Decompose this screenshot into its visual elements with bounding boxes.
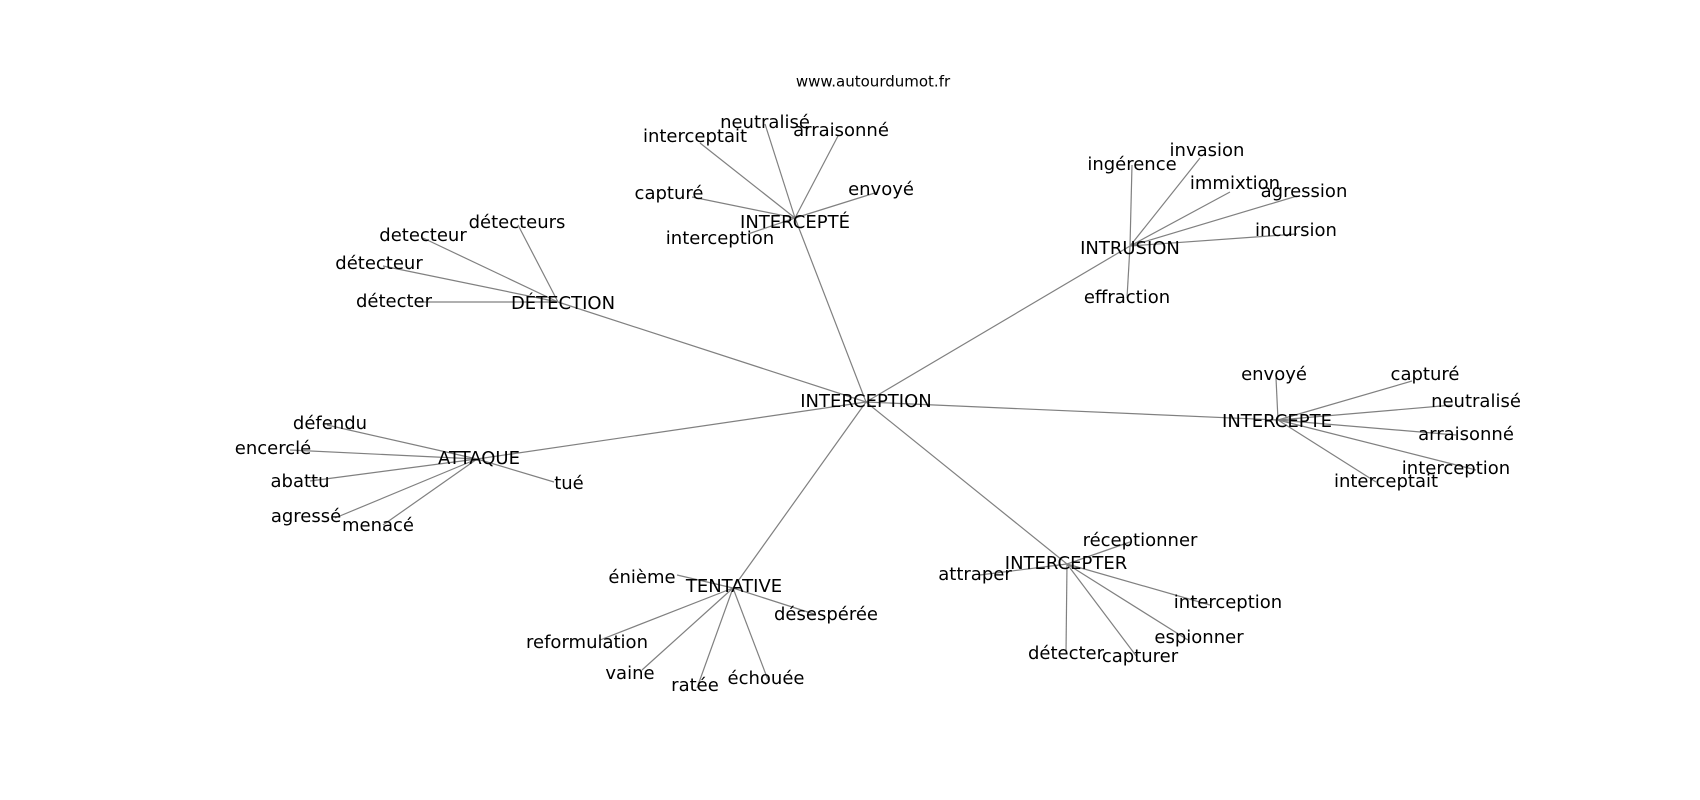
word-label-neutralise: neutralisé	[720, 112, 810, 133]
word-label-incursion: incursion	[1255, 220, 1337, 241]
word-label-ingerence: ingérence	[1087, 154, 1176, 175]
hub-label-intercepte: INTERCEPTE	[1222, 411, 1332, 432]
word-label-detecteurs: détecteurs	[469, 212, 566, 233]
edge-attaque-encercle	[289, 449, 478, 460]
edge-center-attaque	[476, 401, 867, 460]
edge-tentative-reformulation	[599, 587, 734, 641]
word-label-ratee: ratée	[671, 675, 719, 696]
word-label-detecteur: detecteur	[379, 225, 467, 246]
word-label-echouee: échouée	[728, 668, 805, 689]
edge-center-intercepte	[794, 217, 867, 403]
word-label-defendu: défendu	[293, 413, 367, 434]
word-label-envoye: envoyé	[1241, 364, 1307, 385]
word-label-interception: interception	[1174, 592, 1282, 613]
edge-tentative-desesperee	[732, 587, 815, 615]
edge-intrusion-agression	[1129, 195, 1298, 247]
word-label-agresse: agressé	[271, 506, 341, 527]
word-label-desesperee: désespérée	[774, 604, 878, 625]
edge-tentative-vaine	[641, 587, 734, 671]
word-label-neutralise: neutralisé	[1431, 391, 1521, 412]
edge-attaque-agresse	[334, 458, 478, 519]
edge-center-intercepter	[865, 401, 1068, 565]
word-label-receptionner: réceptionner	[1083, 530, 1198, 551]
hub-label-intercepter: INTERCEPTER	[1005, 553, 1127, 574]
edge-detection-detecteurs	[517, 224, 559, 303]
edge-attaque-menace	[382, 458, 478, 526]
word-label-espionner: espionner	[1154, 627, 1244, 648]
word-label-detecter: détecter	[356, 291, 433, 312]
word-label-interceptait: interceptait	[643, 126, 747, 147]
edge-intercepter-capturer	[1066, 563, 1138, 658]
edge-intercepte-interception	[747, 217, 796, 235]
edges-layer	[289, 123, 1477, 689]
edge-intercepte-interceptait	[1277, 419, 1377, 483]
word-label-interception: interception	[1402, 458, 1510, 479]
edge-intercepter-attraper	[979, 563, 1068, 576]
edge-intercepte-interceptait	[699, 142, 796, 219]
word-label-detecteur: détecteur	[335, 253, 423, 274]
word-label-encercle: encerclé	[235, 438, 311, 459]
edge-intercepte-arraisonne	[1277, 419, 1457, 436]
hub-label-intercepte: INTERCEPTÉ	[740, 211, 850, 233]
hub-label-attaque: ATTAQUE	[438, 448, 520, 469]
word-label-detecter: détecter	[1028, 643, 1105, 664]
hub-label-tentative: TENTATIVE	[685, 576, 782, 597]
edge-intercepter-espionner	[1066, 563, 1189, 641]
edge-intrusion-ingerence	[1129, 164, 1133, 247]
word-label-interceptait: interceptait	[1334, 471, 1438, 492]
edge-intercepte-capture	[1277, 380, 1413, 421]
word-label-effraction: effraction	[1084, 287, 1170, 308]
word-label-attraper: attraper	[938, 564, 1012, 585]
word-label-arraisonne: arraisonné	[1418, 424, 1514, 445]
source-url: www.autourdumot.fr	[796, 73, 951, 91]
word-label-tue: tué	[554, 473, 584, 494]
edge-intercepte-capture	[691, 196, 796, 219]
word-label-capture: capturé	[1391, 364, 1460, 385]
edge-intercepte-arraisonne	[794, 135, 839, 219]
edge-center-intrusion	[865, 245, 1131, 403]
edge-center-tentative	[732, 401, 867, 589]
hub-label-intrusion: INTRUSION	[1080, 238, 1180, 259]
hub-label-detection: DÉTECTION	[511, 292, 615, 314]
edge-intercepte-neutralise	[1277, 404, 1454, 421]
edge-intercepte-envoye	[794, 191, 879, 219]
word-label-interception: interception	[666, 228, 774, 249]
edge-detection-detecteur	[382, 265, 559, 303]
edge-intercepte-interception	[1277, 419, 1477, 471]
edge-tentative-enieme	[676, 574, 734, 589]
edge-intercepter-receptionner	[1066, 541, 1131, 565]
word-label-vaine: vaine	[605, 663, 654, 684]
edge-center-intercepte	[865, 401, 1279, 421]
edge-intercepter-interception	[1066, 563, 1211, 606]
edge-intrusion-incursion	[1129, 233, 1298, 247]
word-label-arraisonne: arraisonné	[793, 120, 889, 141]
edge-center-detection	[557, 301, 867, 403]
word-label-invasion: invasion	[1170, 140, 1245, 161]
word-label-envoye: envoyé	[848, 179, 914, 200]
word-label-abattu: abattu	[270, 471, 329, 492]
edge-attaque-defendu	[326, 424, 478, 460]
word-label-capturer: capturer	[1102, 646, 1179, 667]
word-label-agression: agression	[1261, 181, 1348, 202]
center-node-label: INTERCEPTION	[800, 391, 931, 412]
edge-attaque-abattu	[309, 458, 478, 482]
word-label-enieme: énième	[608, 567, 675, 588]
edge-tentative-ratee	[696, 587, 734, 689]
edge-intercepter-detecter	[1065, 563, 1068, 654]
word-label-immixtion: immixtion	[1190, 173, 1280, 194]
word-label-capture: capturé	[635, 183, 704, 204]
edge-intrusion-effraction	[1126, 245, 1131, 299]
edge-intrusion-immixtion	[1129, 191, 1231, 247]
edge-tentative-echouee	[732, 587, 769, 681]
labels-layer: www.autourdumot.fr INTERCEPTION INTERCEPT…	[235, 73, 1521, 697]
edge-intrusion-invasion	[1129, 157, 1201, 247]
edge-attaque-tue	[476, 458, 555, 483]
edge-intercepte-neutralise	[764, 123, 796, 219]
word-label-reformulation: reformulation	[526, 632, 648, 653]
word-label-menace: menacé	[342, 515, 414, 536]
edge-intercepte-envoye	[1275, 377, 1279, 421]
edge-detection-detecteur	[422, 237, 559, 303]
